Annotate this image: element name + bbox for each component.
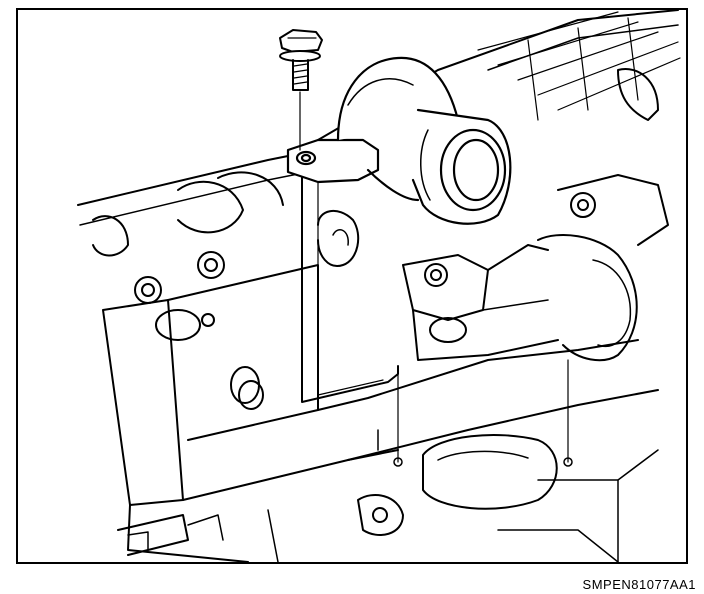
engine-diagram [77, 10, 681, 562]
gasket [301, 169, 399, 403]
bolt [279, 29, 323, 91]
water-outlet [286, 56, 512, 225]
figure-code: SMPEN81077AA1 [582, 577, 696, 592]
alignment-lines [299, 91, 573, 467]
engine-block [77, 10, 681, 562]
housing-flange [402, 244, 559, 361]
figure-frame [16, 8, 688, 564]
